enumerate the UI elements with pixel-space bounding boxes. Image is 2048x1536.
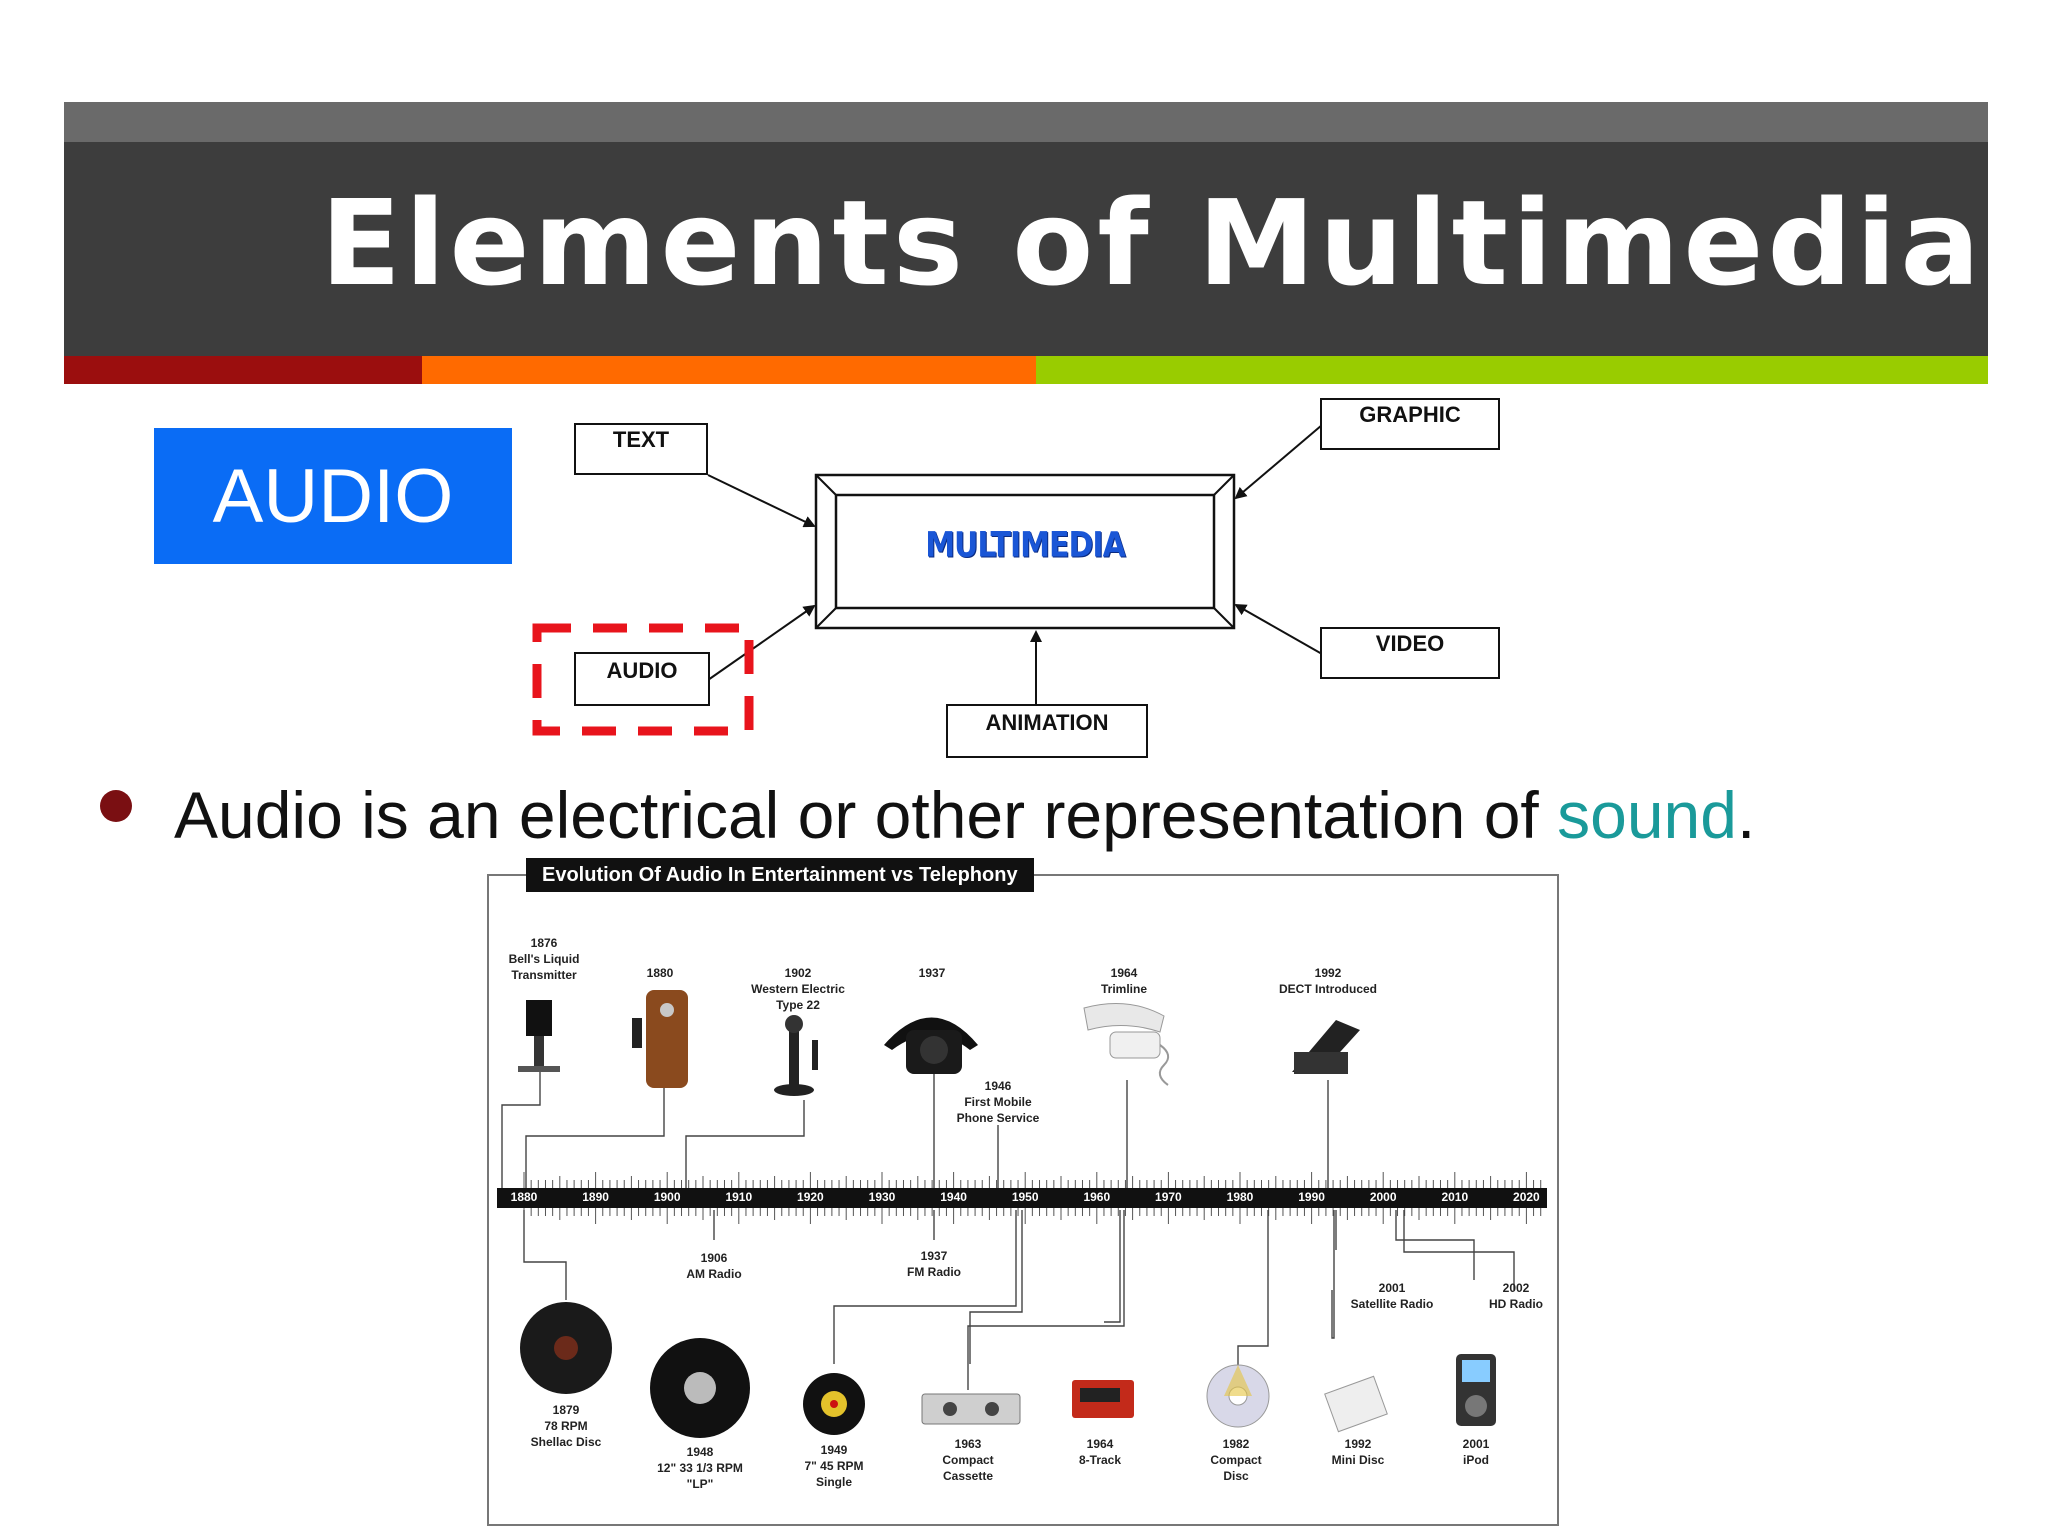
decade-label: 1890 xyxy=(571,1190,621,1204)
decade-label: 2010 xyxy=(1430,1190,1480,1204)
decade-label: 2000 xyxy=(1358,1190,1408,1204)
decade-label: 1920 xyxy=(785,1190,835,1204)
tl-label: 1906 AM Radio xyxy=(654,1250,774,1282)
tl-label: 1937 xyxy=(872,965,992,981)
eight-track-icon xyxy=(1072,1380,1134,1418)
decade-label: 1960 xyxy=(1072,1190,1122,1204)
wall-phone-icon xyxy=(632,990,688,1088)
cassette-icon xyxy=(922,1394,1020,1424)
tl-label: 1964 8-Track xyxy=(1040,1436,1160,1468)
tl-label: 1902 Western Electric Type 22 xyxy=(738,965,858,1014)
tl-label: 1982 Compact Disc xyxy=(1176,1436,1296,1485)
tl-label: 1879 78 RPM Shellac Disc xyxy=(506,1402,626,1451)
tl-label: 1876 Bell's Liquid Transmitter xyxy=(484,935,604,984)
tl-label: 2001 iPod xyxy=(1416,1436,1536,1468)
decade-label: 1930 xyxy=(857,1190,907,1204)
trimline-phone-icon xyxy=(1084,1004,1168,1086)
shellac-disc-icon xyxy=(520,1302,612,1394)
tl-label: 1992 DECT Introduced xyxy=(1268,965,1388,997)
decade-label: 1950 xyxy=(1000,1190,1050,1204)
decade-label: 1970 xyxy=(1143,1190,1193,1204)
tl-label: 1948 12" 33 1/3 RPM "LP" xyxy=(640,1444,760,1493)
decade-label: 1910 xyxy=(714,1190,764,1204)
dect-phone-icon xyxy=(1292,1020,1360,1074)
mini-disc-icon xyxy=(1325,1376,1388,1431)
tl-label: 1992 Mini Disc xyxy=(1298,1436,1418,1468)
transmitter-icon xyxy=(518,1000,560,1072)
decade-label: 2020 xyxy=(1501,1190,1551,1204)
tl-label: 1946 First Mobile Phone Service xyxy=(938,1078,1058,1127)
decade-label: 1940 xyxy=(929,1190,979,1204)
decade-label: 1990 xyxy=(1287,1190,1337,1204)
tl-label: 1937 FM Radio xyxy=(874,1248,994,1280)
decade-label: 1900 xyxy=(642,1190,692,1204)
tl-label: 1964 Trimline xyxy=(1064,965,1184,997)
tl-label: 1949 7" 45 RPM Single xyxy=(774,1442,894,1491)
ipod-icon xyxy=(1456,1354,1496,1426)
tl-label: 2001 Satellite Radio xyxy=(1332,1280,1452,1312)
compact-disc-icon xyxy=(1207,1365,1269,1427)
decade-label: 1880 xyxy=(499,1190,549,1204)
candlestick-phone-icon xyxy=(774,1015,818,1096)
single-record-icon xyxy=(803,1373,865,1435)
tl-label: 2002 HD Radio xyxy=(1456,1280,1576,1312)
lp-record-icon xyxy=(650,1338,750,1438)
tl-label: 1880 xyxy=(600,965,720,981)
rotary-phone-icon xyxy=(884,1018,978,1075)
decade-label: 1980 xyxy=(1215,1190,1265,1204)
tl-label: 1963 Compact Cassette xyxy=(908,1436,1028,1485)
